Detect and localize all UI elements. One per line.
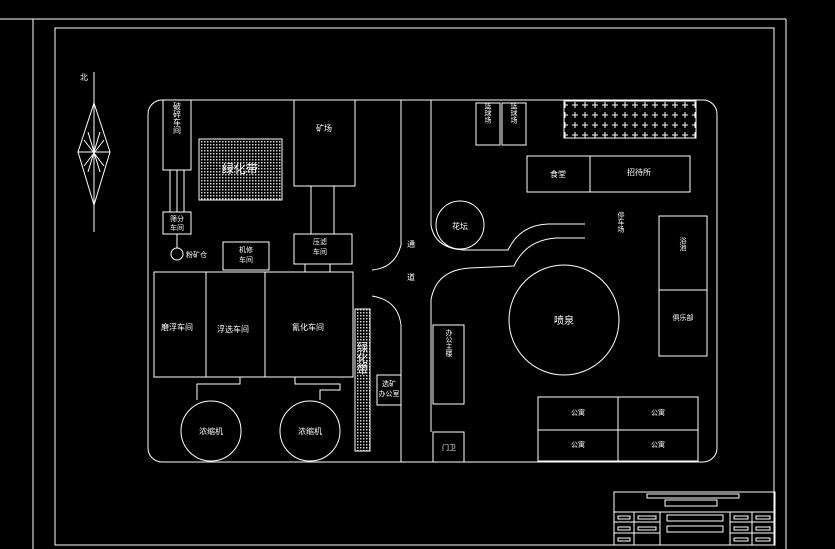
bath-club-building <box>658 215 708 357</box>
screening-label: 筛分车间 <box>170 214 184 232</box>
repair-building <box>222 241 270 271</box>
greenbelt-top <box>198 138 283 201</box>
road-label-1: 通 <box>407 239 415 249</box>
main-plant <box>153 271 354 378</box>
pipe-line <box>294 377 341 400</box>
thickener-1-label: 浓缩机 <box>199 426 223 436</box>
thickener-1 <box>180 400 242 462</box>
ore-storage-label: 粉矿仓 <box>186 250 207 259</box>
office-main <box>432 324 465 405</box>
cyanidation-label: 氰化车间 <box>292 322 324 332</box>
gate-house <box>432 431 465 463</box>
ore-yard-label: 矿场 <box>316 123 332 133</box>
flower-bed <box>435 200 485 250</box>
court-2 <box>501 102 527 146</box>
parking-label: 停车场 <box>617 211 625 234</box>
gate-label: 门卫 <box>442 443 456 452</box>
thickener-2-label: 浓缩机 <box>298 426 322 436</box>
fountain-label: 喷泉 <box>554 314 574 327</box>
north-compass: 北 <box>77 72 111 232</box>
flower-bed-label: 花坛 <box>452 221 468 231</box>
crushing-label: 破碎车间 <box>173 101 182 135</box>
drawing-frame <box>0 18 787 549</box>
grinding-label: 磨浮车间 <box>161 322 193 332</box>
road-lines <box>371 100 585 462</box>
ore-storage-silo <box>170 247 184 261</box>
apt-2-label: 公寓 <box>651 408 665 417</box>
guesthouse-label: 招待所 <box>627 167 651 177</box>
greenbelt-vertical-label: 绿化带 <box>356 340 369 375</box>
greenbelt-vertical <box>354 308 371 452</box>
thickener-2 <box>279 400 341 462</box>
bath-label: 浴池 <box>679 236 687 251</box>
court-1-label: 篮球场 <box>484 102 492 125</box>
apt-4-label: 公寓 <box>651 440 665 449</box>
road-label-2: 道 <box>407 272 415 282</box>
north-label: 北 <box>80 73 88 82</box>
pipe-line <box>196 377 241 400</box>
fountain <box>508 264 620 376</box>
inner-frame <box>54 27 775 546</box>
canteen-guesthouse <box>526 155 691 193</box>
planting-area <box>563 100 697 139</box>
ore-yard <box>293 99 356 187</box>
greenbelt-top-label: 绿化带 <box>222 161 258 176</box>
repair-label: 机修车间 <box>239 245 253 264</box>
filter-press-building <box>293 233 353 265</box>
apt-1-label: 公寓 <box>571 408 585 417</box>
apt-3-label: 公寓 <box>571 440 585 449</box>
club-label: 俱乐部 <box>673 313 694 322</box>
canteen-label: 食堂 <box>550 169 566 179</box>
title-block <box>613 491 776 546</box>
mill-office-label: 选矿办公室 <box>379 379 400 398</box>
office-main-label: 办公主楼 <box>445 328 453 358</box>
court-2-label: 篮球场 <box>510 102 518 125</box>
court-1 <box>475 102 501 146</box>
flotation-label: 浮选车间 <box>217 324 249 334</box>
filter-press-label: 压滤车间 <box>313 237 327 256</box>
